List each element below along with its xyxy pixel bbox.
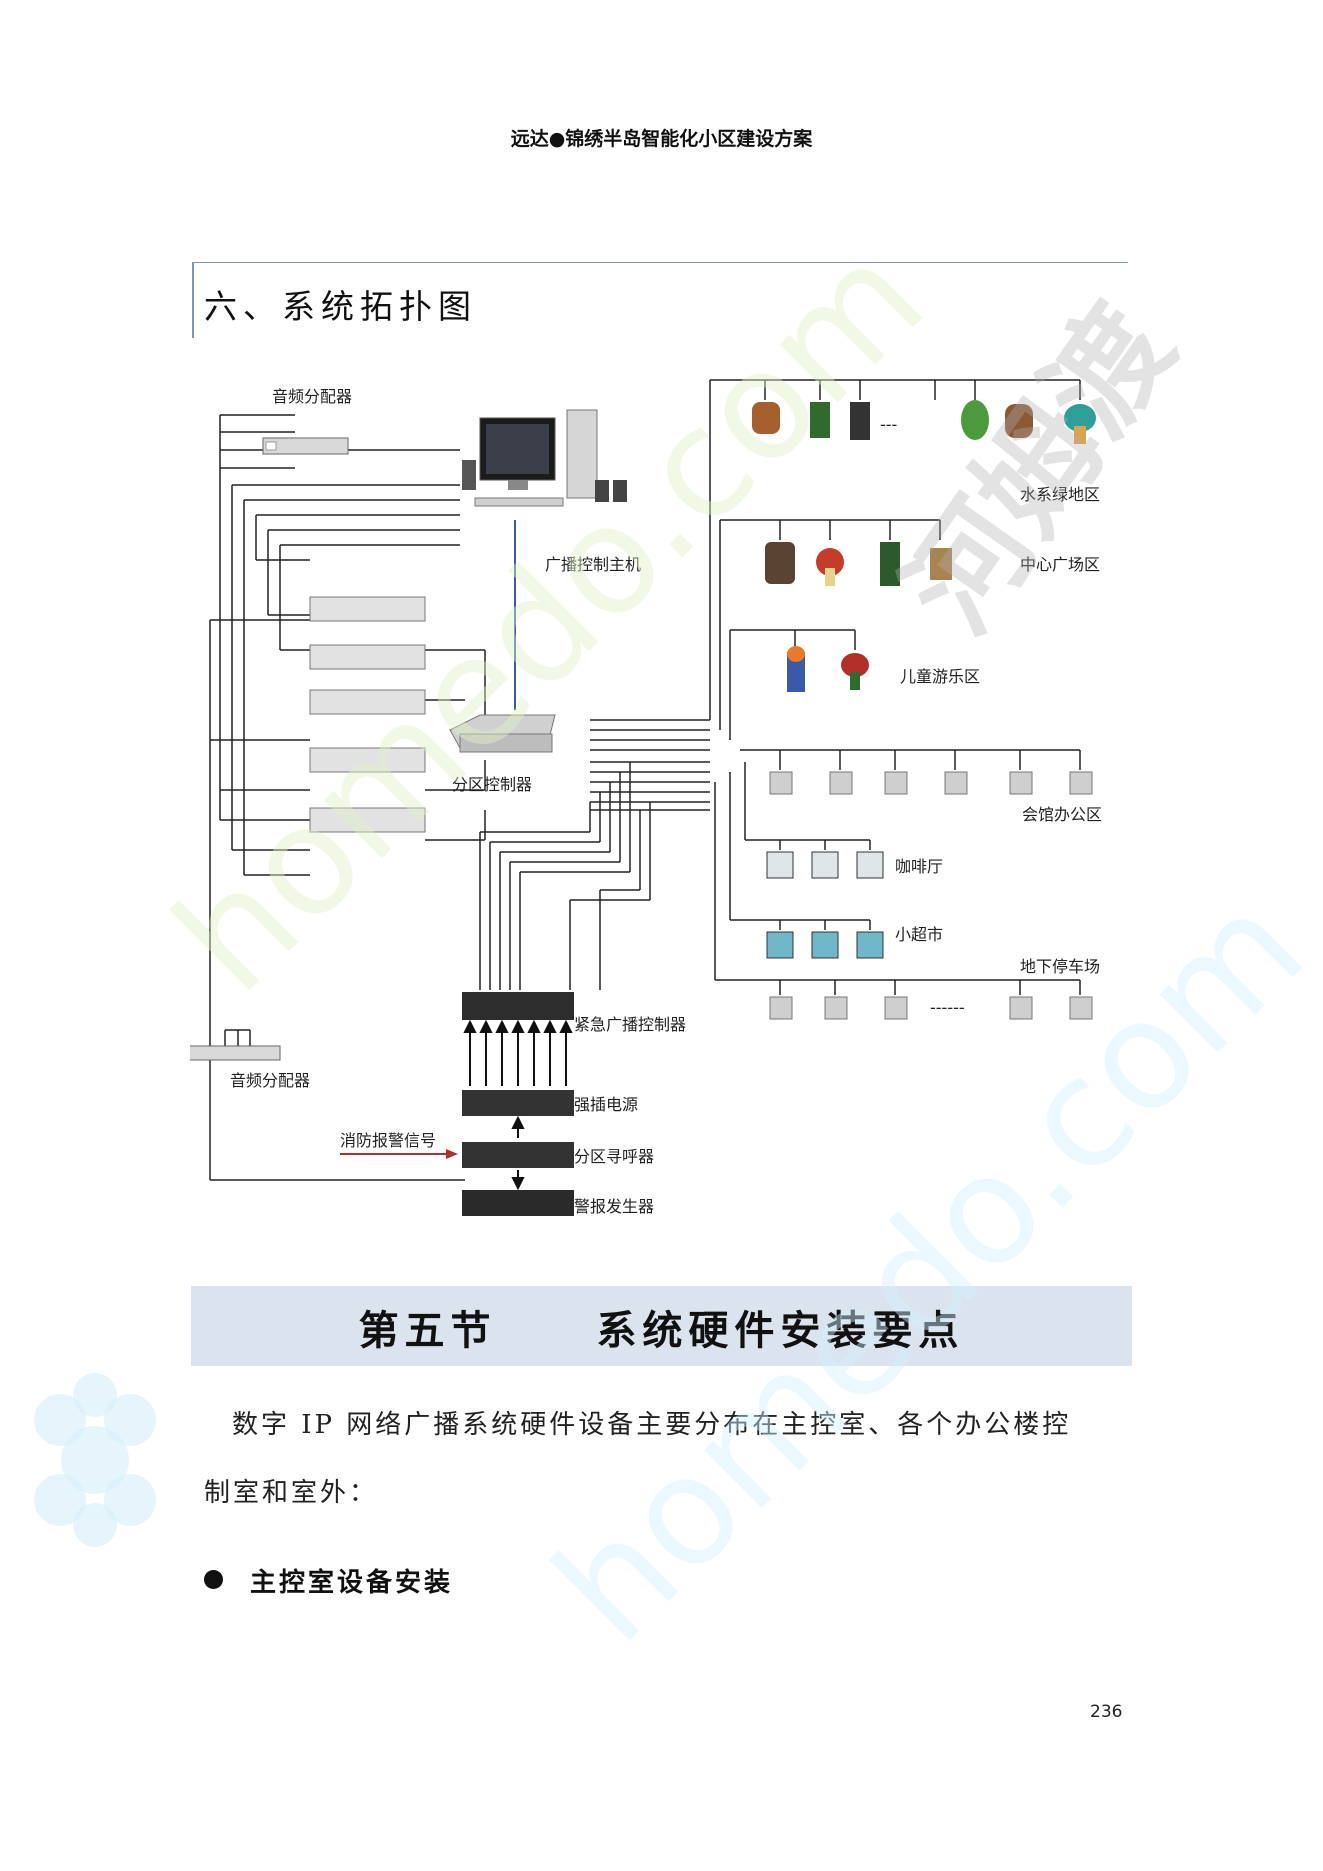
section-rule <box>192 262 1128 263</box>
body-paragraph-continued: 制室和室外： <box>204 1478 379 1508</box>
label-fire-alarm-signal: 消防报警信号 <box>340 1131 436 1150</box>
label-emergency-controller: 紧急广播控制器 <box>574 1015 686 1034</box>
label-zone-controller: 分区控制器 <box>452 775 532 794</box>
label-clubhouse-office: 会馆办公区 <box>1022 805 1102 824</box>
zone-controller-icon <box>449 714 556 753</box>
label-waterscape-area: 水系绿地区 <box>1020 485 1100 504</box>
label-mini-market: 小超市 <box>895 925 943 944</box>
chapter-title: 第五节 系统硬件安装要点 <box>191 1298 1132 1356</box>
chapter-title-right: 系统硬件安装要点 <box>596 1307 965 1354</box>
body-paragraph: 数字 IP 网络广播系统硬件设备主要分布在主控室、各个办公楼控 <box>232 1410 1072 1440</box>
label-alarm-generator: 警报发生器 <box>574 1197 654 1216</box>
section-rule-left <box>192 262 194 338</box>
label-central-plaza: 中心广场区 <box>1020 555 1100 574</box>
svg-text:------: ------ <box>930 998 965 1017</box>
svg-text:---: --- <box>880 415 897 434</box>
label-underground-parking: 地下停车场 <box>1020 957 1100 976</box>
page-number: 236 <box>1090 1702 1123 1722</box>
label-power-sequencer: 强插电源 <box>574 1095 638 1114</box>
system-topology-diagram: 音频分配器 广播控制主机 分区控制器 音频分配器 <box>190 379 1102 1216</box>
chapter-band <box>191 1286 1132 1366</box>
label-zone-pager: 分区寻呼器 <box>574 1147 654 1166</box>
section-title: 六、系统拓扑图 <box>204 287 477 326</box>
label-cafe: 咖啡厅 <box>895 857 943 876</box>
broadcast-host-icon <box>462 409 627 507</box>
bullet-icon <box>204 1570 223 1589</box>
bullet-item: 主控室设备安装 <box>250 1568 454 1598</box>
label-broadcast-host: 广播控制主机 <box>545 555 641 574</box>
label-children-playground: 儿童游乐区 <box>900 667 980 686</box>
label-audio-splitter-bottom: 音频分配器 <box>230 1071 310 1090</box>
watermark-flower-icon <box>34 1373 156 1547</box>
label-audio-splitter-top: 音频分配器 <box>272 387 352 406</box>
running-header: 远达●锦绣半岛智能化小区建设方案 <box>510 128 813 150</box>
chapter-title-left: 第五节 <box>358 1307 497 1354</box>
